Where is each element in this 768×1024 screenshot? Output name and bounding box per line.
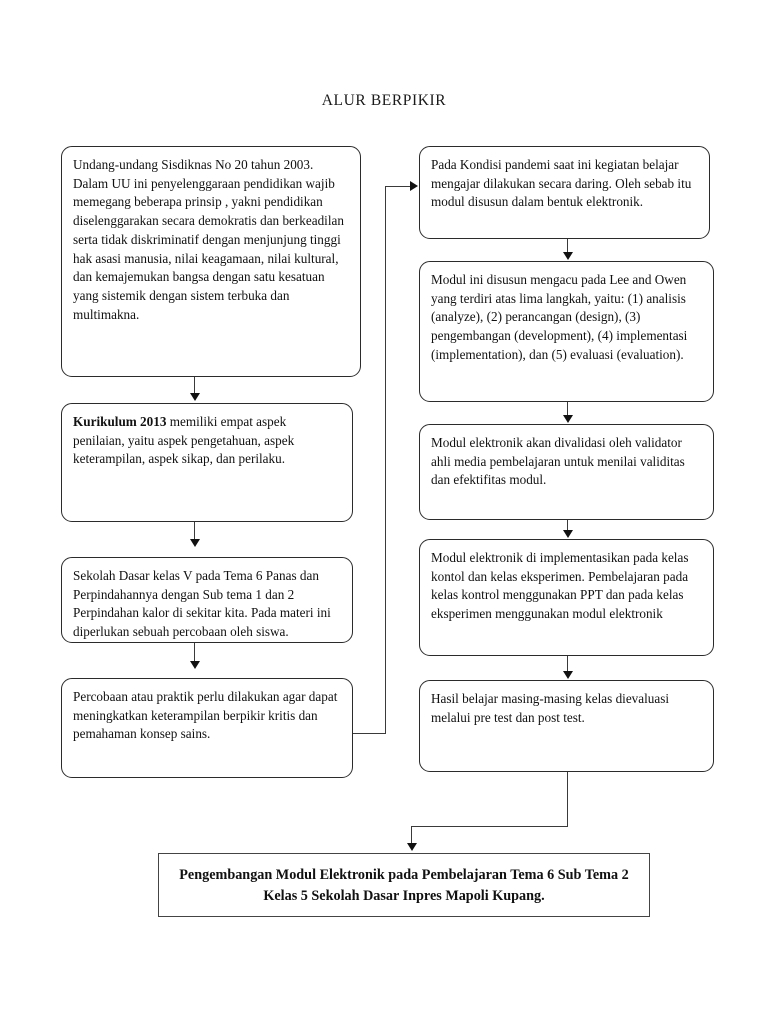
flow-node-R5-text: Hasil belajar masing-masing kelas dieval… xyxy=(431,691,670,725)
arrowhead-R1-R2 xyxy=(563,252,573,260)
connector-R2-R3 xyxy=(567,402,568,416)
flow-node-L4-text: Percobaan atau praktik perlu dilakukan a… xyxy=(73,689,338,742)
flow-node-L3: Sekolah Dasar kelas V pada Tema 6 Panas … xyxy=(61,557,353,643)
page-title: ALUR BERPIKIR xyxy=(321,92,447,109)
arrowhead-R3-R4 xyxy=(563,530,573,538)
flow-node-conclusion: Pengembangan Modul Elektronik pada Pembe… xyxy=(158,853,650,917)
connector-R4-R5 xyxy=(567,656,568,672)
connector-L4-to-riser xyxy=(353,733,386,734)
arrowhead-L3-L4 xyxy=(190,661,200,669)
flow-node-R5: Hasil belajar masing-masing kelas dieval… xyxy=(419,680,714,772)
connector-R3-R4 xyxy=(567,520,568,533)
flow-node-L4: Percobaan atau praktik perlu dilakukan a… xyxy=(61,678,353,778)
flow-node-L2-text: memiliki empat aspek penilaian, yaitu as… xyxy=(73,414,295,467)
flow-node-R2-text: Modul ini disusun mengacu pada Lee and O… xyxy=(431,272,688,362)
flow-node-R3-text: Modul elektronik akan divalidasi oleh va… xyxy=(431,435,685,488)
flow-node-R4: Modul elektronik di implementasikan pada… xyxy=(419,539,714,656)
arrowhead-into-conclusion xyxy=(407,843,417,851)
arrowhead-R2-R3 xyxy=(563,415,573,423)
flow-node-L1-text: Undang-undang Sisdiknas No 20 tahun 2003… xyxy=(73,157,344,322)
arrowhead-R4-R5 xyxy=(563,671,573,679)
connector-into-conclusion xyxy=(411,826,412,846)
connector-L1-L2 xyxy=(194,377,195,396)
flow-node-conclusion-text: Pengembangan Modul Elektronik pada Pembe… xyxy=(179,867,629,905)
flow-node-L3-text: Sekolah Dasar kelas V pada Tema 6 Panas … xyxy=(73,568,331,640)
arrowhead-into-R1 xyxy=(410,181,418,191)
arrowhead-L2-L3 xyxy=(190,539,200,547)
flow-node-L2-bold-text: Kurikulum 2013 xyxy=(73,414,167,429)
flow-node-R4-text: Modul elektronik di implementasikan pada… xyxy=(431,550,689,622)
flow-node-R3: Modul elektronik akan divalidasi oleh va… xyxy=(419,424,714,520)
arrowhead-L1-L2 xyxy=(190,393,200,401)
flow-node-L2: Kurikulum 2013 memiliki empat aspek peni… xyxy=(61,403,353,522)
flow-node-R1: Pada Kondisi pandemi saat ini kegiatan b… xyxy=(419,146,710,239)
connector-R5-left xyxy=(411,826,568,827)
connector-L3-L4 xyxy=(194,643,195,663)
connector-R1-R2 xyxy=(567,239,568,254)
connector-riser-to-R1 xyxy=(385,186,386,734)
connector-L2-L3 xyxy=(194,522,195,541)
connector-R5-down xyxy=(567,772,568,827)
flow-node-L1: Undang-undang Sisdiknas No 20 tahun 2003… xyxy=(61,146,361,377)
flow-node-R2: Modul ini disusun mengacu pada Lee and O… xyxy=(419,261,714,402)
connector-riser-into-R1 xyxy=(385,186,412,187)
flow-node-R1-text: Pada Kondisi pandemi saat ini kegiatan b… xyxy=(431,157,692,210)
